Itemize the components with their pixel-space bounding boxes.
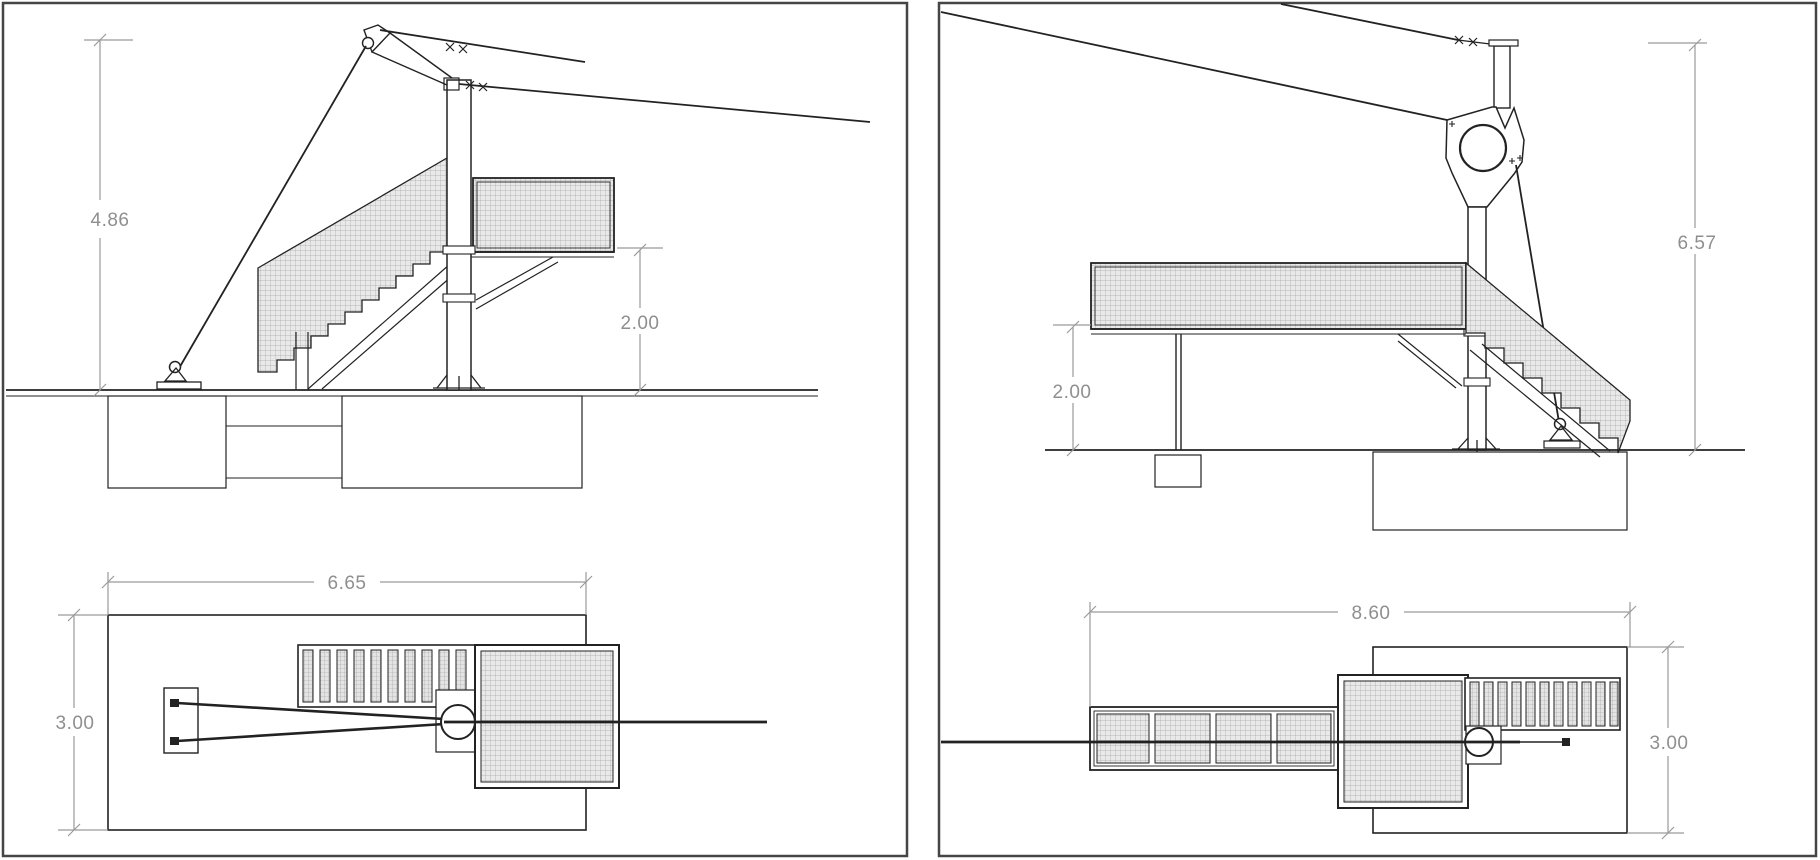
support-post <box>1175 333 1463 450</box>
turnbuckle-icon <box>445 42 488 92</box>
right-panel: 6.57 2.00 <box>937 1 1818 858</box>
dimension-platform-height: 2.00 <box>614 243 666 397</box>
ground-anchor <box>140 360 218 391</box>
turnbuckle-icon <box>1454 35 1478 47</box>
ground-anchor <box>1543 440 1581 449</box>
sheave-plate <box>1445 105 1525 208</box>
plan-main-cable <box>941 738 1570 746</box>
dim-label-mast-height: 4.86 <box>91 210 130 231</box>
mast-collar <box>442 245 476 255</box>
dimension-plan-width: 3.00 <box>1627 640 1694 840</box>
platform-railing <box>472 177 615 253</box>
dim-label-platform-height: 2.00 <box>1053 382 1092 403</box>
dim-label-plan-length: 8.60 <box>1352 603 1391 624</box>
left-plan-view: 6.65 3.00 <box>50 570 767 837</box>
mast <box>433 79 485 391</box>
foundation-outline <box>107 395 583 489</box>
mast-top-bracket <box>361 24 460 91</box>
dimension-platform-height: 2.00 <box>1046 320 1098 457</box>
dim-label-plan-length: 6.65 <box>328 573 367 594</box>
dim-label-plan-width: 3.00 <box>56 713 95 734</box>
left-panel: 4.86 2.00 <box>1 1 909 858</box>
right-elevation-view: 6.57 2.00 <box>940 3 1745 531</box>
plan-anchor-block <box>163 687 199 754</box>
mast-base-plate <box>1452 437 1500 452</box>
upper-cable <box>1280 3 1459 41</box>
mast-base-plate <box>433 374 485 390</box>
stair-railing-panel <box>257 156 448 373</box>
dim-label-mast-height: 6.57 <box>1678 233 1717 254</box>
knee-brace <box>475 256 559 310</box>
right-plan-view: 8.60 3.00 <box>941 600 1694 840</box>
upper-cable <box>379 29 586 63</box>
plan-stair-treads <box>1464 677 1621 731</box>
bolt-icon <box>1449 121 1523 164</box>
cables <box>940 3 1491 121</box>
shackle <box>361 36 375 50</box>
mast-collar <box>1463 377 1491 387</box>
cables <box>177 29 871 371</box>
dim-label-platform-height: 2.00 <box>621 313 660 334</box>
plan-walkway <box>1089 706 1339 771</box>
stair-stringer <box>1469 343 1611 458</box>
mast-collar <box>442 293 476 303</box>
mast-top-stub <box>1488 39 1519 109</box>
dimension-mast-height: 6.57 <box>1648 38 1724 457</box>
plan-guy-cables <box>176 701 445 743</box>
dimension-mast-height: 4.86 <box>84 33 138 397</box>
guy-cable <box>177 45 367 371</box>
plan-platform-deck <box>474 644 620 789</box>
left-elevation-view: 4.86 2.00 <box>6 24 871 489</box>
zipline-cable <box>940 11 1448 121</box>
platform-railing <box>1090 262 1467 330</box>
dimension-plan-length: 6.65 <box>101 570 593 615</box>
zipline-cable <box>458 83 871 123</box>
dim-label-plan-width: 3.00 <box>1650 733 1689 754</box>
stair-railing-panel <box>1465 261 1631 458</box>
foundation-outline <box>1154 451 1628 531</box>
dimension-plan-length: 8.60 <box>1083 600 1637 707</box>
stair-stringer <box>295 263 453 390</box>
knee-brace <box>1397 333 1463 389</box>
platform-floor <box>1091 328 1466 335</box>
sheave-wheel <box>1458 123 1508 173</box>
dimension-plan-width: 3.00 <box>50 608 108 837</box>
